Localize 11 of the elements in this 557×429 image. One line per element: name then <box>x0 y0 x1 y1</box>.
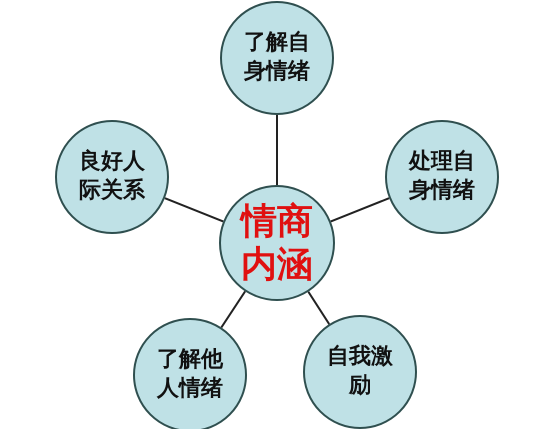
topic-label: 了解他人情绪 <box>156 346 224 403</box>
connector-line <box>220 290 246 328</box>
topic-label: 了解自身情绪 <box>243 29 311 86</box>
connector-line <box>276 115 278 185</box>
topic-label: 处理自身情绪 <box>408 148 476 205</box>
connector-line <box>330 197 390 222</box>
connector-line <box>308 291 330 325</box>
topic-label: 自我激励 <box>326 343 394 400</box>
topic-label: 良好人际关系 <box>78 148 146 205</box>
center-title: 情商内涵 <box>239 200 314 286</box>
connector-line <box>164 197 224 222</box>
